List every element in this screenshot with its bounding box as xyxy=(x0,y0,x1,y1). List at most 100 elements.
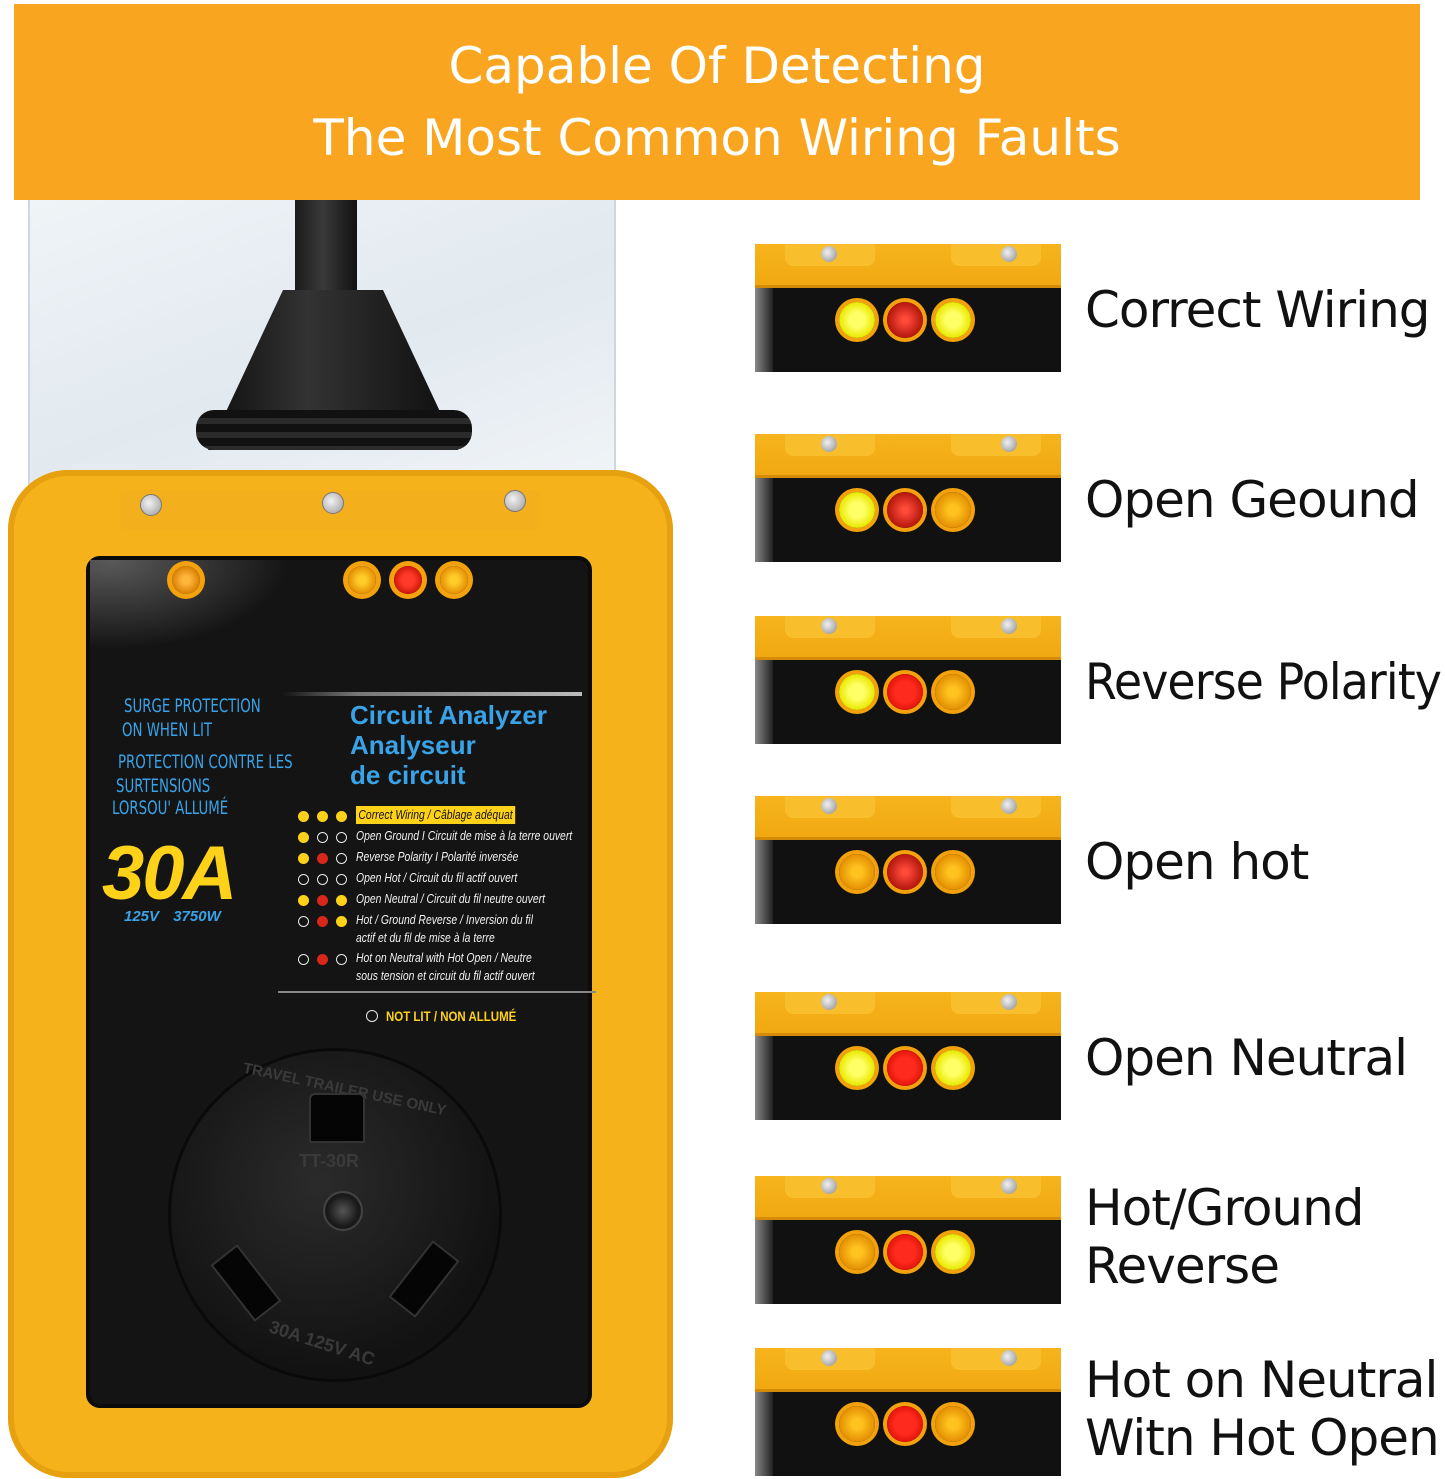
screw-icon xyxy=(821,994,837,1010)
indicator-led-icon xyxy=(839,854,875,890)
surge-text-en-2: ON WHEN LIT xyxy=(122,719,213,741)
legend-row: Correct Wiring / Câblage adéquat xyxy=(298,806,598,827)
screw-icon xyxy=(1001,1350,1017,1366)
indicator-dot-icon xyxy=(298,874,309,885)
led-closeup xyxy=(755,992,1061,1120)
fault-label: Open hot xyxy=(1085,833,1309,891)
screw-icon xyxy=(504,490,526,512)
ground-slot xyxy=(309,1093,365,1143)
indicator-dot-icon xyxy=(317,954,328,965)
hinge xyxy=(951,992,1041,1014)
fault-label: Correct Wiring xyxy=(1085,281,1430,339)
screw-icon xyxy=(821,246,837,262)
legend-row: Open Hot / Circuit du fil actif ouvert xyxy=(298,869,598,890)
indicator-dot-icon xyxy=(336,916,347,927)
screw-icon xyxy=(1001,618,1017,634)
legend-text: Hot on Neutral with Hot Open / Neutre xyxy=(356,950,532,965)
led-closeup xyxy=(755,796,1061,924)
panel-reflection xyxy=(755,478,773,562)
fault-example: Open Geound xyxy=(755,434,1445,562)
indicator-led-icon xyxy=(887,492,923,528)
panel-reflection xyxy=(755,1392,773,1476)
indicator-dot-icon xyxy=(317,853,328,864)
legend-dots xyxy=(298,890,356,906)
fault-label: Hot/Ground xyxy=(1085,1179,1365,1237)
fault-example: Reverse Polarity xyxy=(755,616,1445,744)
indicator-led-icon xyxy=(839,1050,875,1086)
surge-text-fr-2: SURTENSIONS xyxy=(116,775,211,797)
banner-line-2: The Most Common Wiring Faults xyxy=(313,109,1121,167)
legend-dots xyxy=(298,827,356,843)
screw-icon xyxy=(1001,994,1017,1010)
indicator-dot-icon xyxy=(298,811,309,822)
socket-model: TT-30R xyxy=(299,1151,360,1171)
fault-label: Open Neutral xyxy=(1085,1029,1408,1087)
indicator-led-icon xyxy=(839,674,875,710)
legend-dots xyxy=(298,848,356,864)
indicator-led-icon xyxy=(935,854,971,890)
indicator-led-icon xyxy=(935,1050,971,1086)
indicator-led-icon xyxy=(887,302,923,338)
indicator-led-icon xyxy=(887,1050,923,1086)
indicator-dot-icon xyxy=(317,832,328,843)
indicator-dot-icon xyxy=(336,811,347,822)
hinge xyxy=(951,616,1041,638)
led-closeup xyxy=(755,616,1061,744)
indicator-led-icon xyxy=(887,1406,923,1442)
fault-example: Open hot xyxy=(755,796,1445,924)
led-closeup xyxy=(755,434,1061,562)
fault-label: Hot on Neutral xyxy=(1085,1351,1438,1409)
legend-text: Open Ground I Circuit de mise à la terre… xyxy=(356,828,573,843)
indicator-dot-icon xyxy=(317,916,328,927)
indicator-dot-icon xyxy=(298,895,309,906)
legend-text: Open Neutral / Circuit du fil neutre ouv… xyxy=(356,891,546,906)
fault-label: Reverse Polarity xyxy=(1085,653,1442,711)
led-closeup xyxy=(755,1176,1061,1304)
legend-text: Reverse Polarity I Polarité inversée xyxy=(356,849,519,864)
analyzer-title-2: Analyseur xyxy=(350,730,476,760)
center-pin xyxy=(323,1191,363,1231)
indicator-led-icon xyxy=(839,1406,875,1442)
fault-example: Open Neutral xyxy=(755,992,1445,1120)
legend-row: Reverse Polarity I Polarité inversée xyxy=(298,848,598,869)
indicator-led-icon xyxy=(935,492,971,528)
indicator-led-icon xyxy=(935,1234,971,1270)
header-banner: Capable Of Detecting The Most Common Wir… xyxy=(14,4,1420,200)
indicator-dot-icon xyxy=(336,832,347,843)
unlit-dot-icon xyxy=(366,1010,378,1022)
screw-icon xyxy=(1001,246,1017,262)
screw-icon xyxy=(821,436,837,452)
not-lit-key: NOT LIT / NON ALLUMÉ xyxy=(366,1008,545,1024)
screw-icon xyxy=(1001,798,1017,814)
led-closeup xyxy=(755,244,1061,372)
indicator-led-icon xyxy=(887,674,923,710)
indicator-dot-icon xyxy=(317,895,328,906)
indicator-dot-icon xyxy=(298,853,309,864)
surge-text-fr-1: PROTECTION CONTRE LES xyxy=(118,751,293,773)
status-led-right xyxy=(440,566,468,594)
divider-line xyxy=(282,692,582,696)
panel-reflection xyxy=(755,1220,773,1304)
hinge xyxy=(951,1176,1041,1198)
screw-icon xyxy=(1001,436,1017,452)
legend-dots xyxy=(298,869,356,885)
indicator-dot-icon xyxy=(317,874,328,885)
status-led-middle xyxy=(394,566,422,594)
wattage: 3750W xyxy=(173,908,221,925)
hinge xyxy=(951,796,1041,818)
panel-reflection xyxy=(755,840,773,924)
legend-row: Open Neutral / Circuit du fil neutre ouv… xyxy=(298,890,598,911)
legend-text: Open Hot / Circuit du fil actif ouvert xyxy=(356,870,518,885)
screw-icon xyxy=(821,1178,837,1194)
divider-line xyxy=(278,991,596,993)
indicator-dot-icon xyxy=(298,954,309,965)
neutral-slot xyxy=(388,1240,460,1318)
banner-line-1: Capable Of Detecting xyxy=(448,37,986,95)
surge-led xyxy=(172,566,200,594)
hinge xyxy=(951,434,1041,456)
indicator-led-icon xyxy=(935,302,971,338)
screw-icon xyxy=(1001,1178,1017,1194)
amp-rating: 30A xyxy=(102,831,237,916)
status-led-left xyxy=(348,566,376,594)
